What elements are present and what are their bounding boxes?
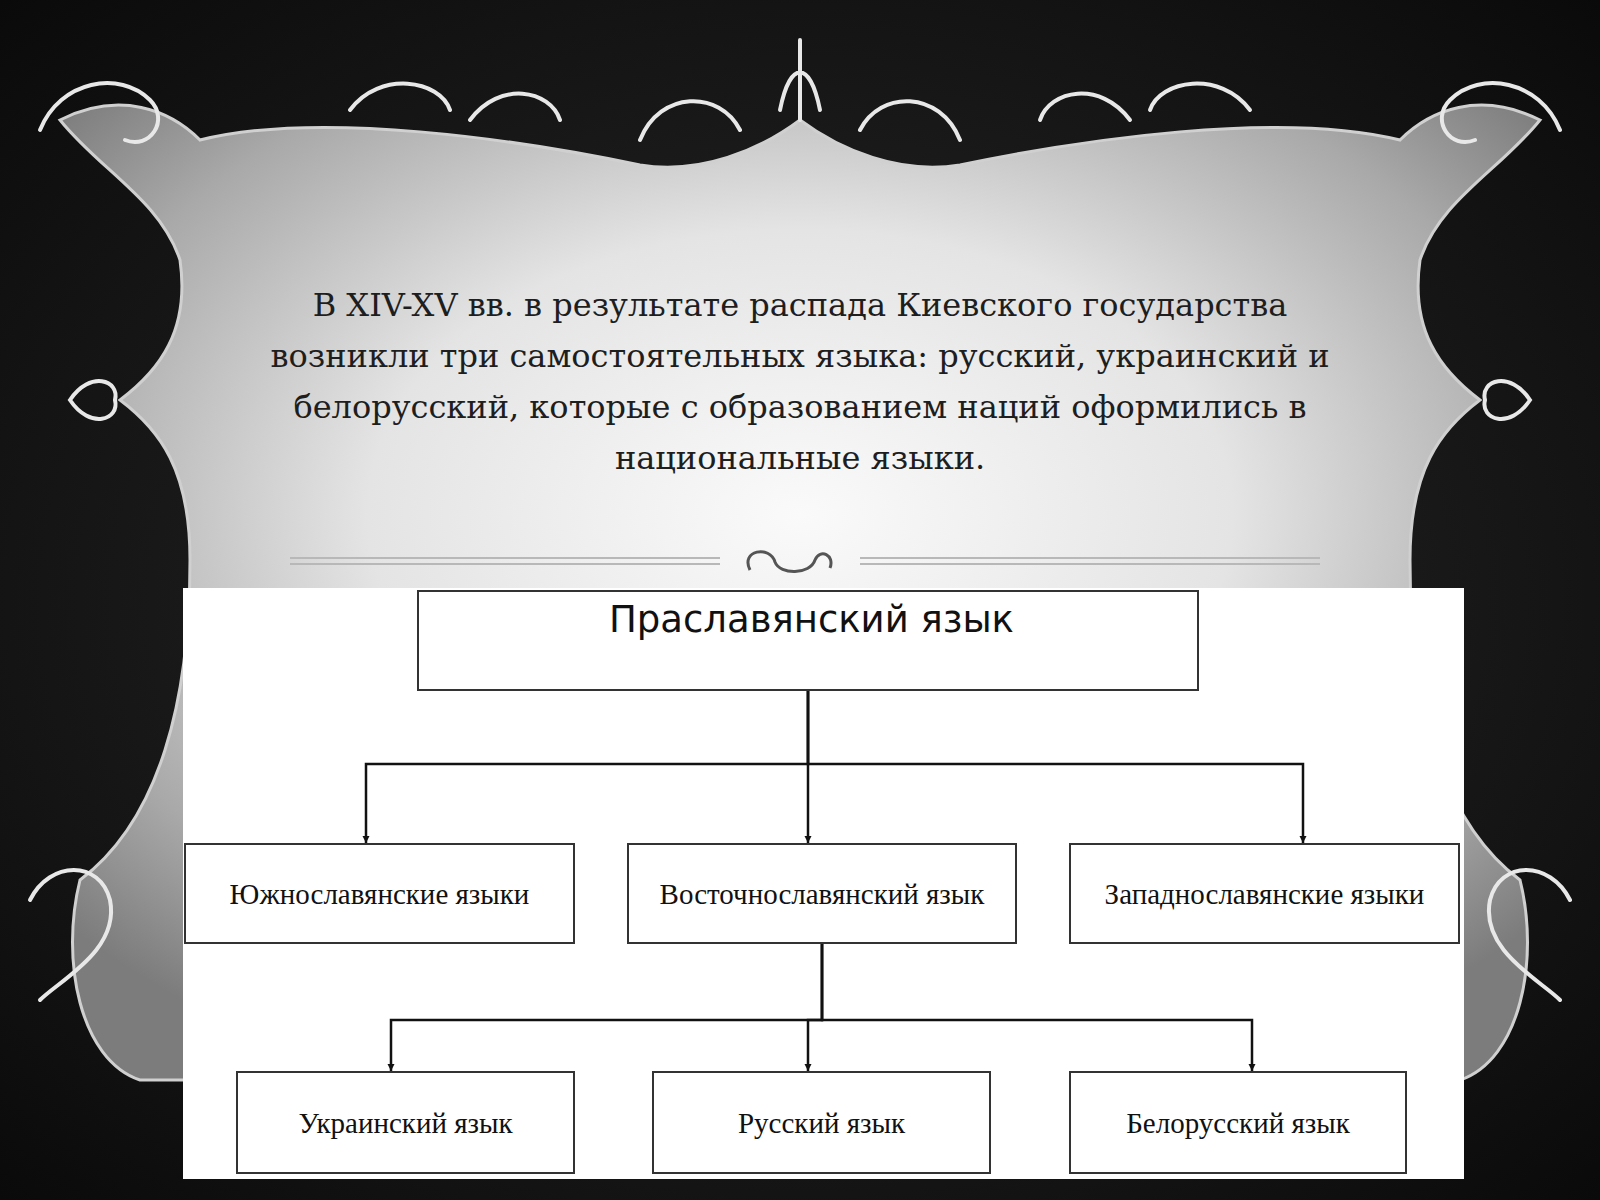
language-box: Русский язык: [652, 1071, 991, 1174]
slide-title: В XIV-XV вв. в результате распада Киевск…: [270, 280, 1330, 484]
node-label: Белорусский язык: [1106, 1103, 1370, 1143]
node-label: Южнославянские языки: [210, 874, 550, 914]
language-box: Белорусский язык: [1069, 1071, 1407, 1174]
tree-connector: [822, 944, 1252, 1071]
language-group-box: Западнославянские языки: [1069, 843, 1460, 944]
node-label: Праславянский язык: [419, 592, 1129, 642]
tree-connector: [807, 691, 810, 843]
language-group-box: Восточнославянский язык: [627, 843, 1017, 944]
tree-connector: [808, 691, 1303, 843]
node-label: Украинский язык: [278, 1103, 532, 1143]
root-language-box: Праславянский язык: [417, 590, 1199, 691]
tree-connector: [391, 944, 822, 1071]
language-box: Украинский язык: [236, 1071, 575, 1174]
node-label: Русский язык: [718, 1103, 925, 1143]
node-label: Западнославянские языки: [1085, 874, 1445, 914]
tree-connector: [808, 944, 822, 1071]
tree-connector: [366, 691, 808, 843]
language-group-box: Южнославянские языки: [184, 843, 575, 944]
node-label: Восточнославянский язык: [640, 874, 1005, 914]
